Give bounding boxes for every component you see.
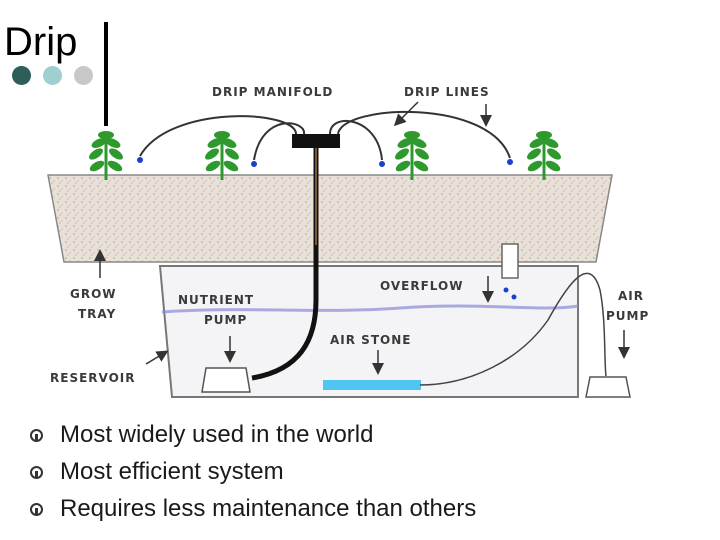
drip-line-3	[329, 119, 383, 161]
label-drip-lines: DRIP LINES	[404, 85, 490, 99]
plant-leaf	[107, 160, 123, 172]
plant-leaf	[529, 138, 545, 148]
plant-leaf	[415, 148, 429, 160]
grow-tray	[47, 174, 613, 263]
drip-drop	[137, 157, 143, 163]
label-air-2: PUMP	[606, 309, 649, 323]
slide-title: Drip	[4, 20, 78, 64]
bullet-item: Requires less maintenance than others	[30, 494, 476, 531]
plant-leaf	[527, 148, 541, 160]
drip-drop	[507, 159, 513, 165]
drip-drop	[503, 287, 509, 293]
plant-leaf	[395, 148, 409, 160]
drip-line-1	[139, 115, 297, 157]
plant-leaf	[547, 148, 561, 160]
plant-leaf	[109, 148, 123, 160]
plant-leaf	[543, 138, 559, 148]
plant-leaf	[105, 138, 121, 148]
plant-leaf	[98, 131, 114, 139]
plant-4	[527, 131, 561, 180]
title-divider	[104, 22, 108, 126]
plant-leaf	[214, 131, 230, 139]
plant-leaf	[89, 148, 103, 160]
plant-3	[395, 131, 429, 180]
bullet-icon	[30, 466, 43, 479]
plant-leaf	[536, 131, 552, 139]
plant-2	[205, 131, 239, 180]
bullet-text: Most efficient system	[60, 458, 284, 485]
label-grow-2: TRAY	[78, 307, 116, 321]
plant-leaf	[413, 160, 429, 172]
label-grow-1: GROW	[70, 287, 117, 301]
label-overflow: OVERFLOW	[380, 279, 463, 293]
label-reservoir: RESERVOIR	[50, 371, 136, 385]
bullet-icon	[30, 503, 43, 516]
bullet-item: Most widely used in the world	[30, 420, 476, 457]
plant-leaf	[207, 138, 223, 148]
plant-leaf	[545, 160, 561, 172]
plant-leaf	[395, 160, 411, 172]
plant-leaf	[225, 148, 239, 160]
plant-leaf	[411, 138, 427, 148]
label-air-stone: AIR STONE	[330, 333, 411, 347]
drip-system-diagram: DRIP MANIFOLD DRIP LINES GROW TRAY NUTRI…	[47, 85, 649, 398]
air-pump	[585, 376, 631, 398]
drip-manifold	[292, 134, 340, 148]
label-air-1: AIR	[618, 289, 644, 303]
plant-leaf	[221, 138, 237, 148]
drip-drop	[511, 294, 517, 300]
plant-leaf	[223, 160, 239, 172]
drip-drop	[379, 161, 385, 167]
drip-line-2	[253, 122, 305, 161]
plant-1	[89, 131, 123, 180]
bullet-icon	[30, 429, 43, 442]
plant-leaf	[205, 148, 219, 160]
arrow-reservoir	[145, 350, 169, 365]
drip-drop	[251, 161, 257, 167]
bullet-text: Requires less maintenance than others	[60, 495, 477, 522]
title-dot-3	[74, 66, 93, 85]
bullet-list: Most widely used in the world Most effic…	[30, 420, 476, 531]
plant-leaf	[205, 160, 221, 172]
title-dot-2	[43, 66, 62, 85]
plant-leaf	[527, 160, 543, 172]
label-drip-manifold: DRIP MANIFOLD	[212, 85, 333, 99]
drip-line-4	[337, 110, 511, 159]
label-nutrient-2: PUMP	[204, 313, 247, 327]
bullet-item: Most efficient system	[30, 457, 476, 494]
bullet-text: Most widely used in the world	[60, 421, 374, 448]
water-surface	[161, 304, 579, 314]
manifold-hose	[251, 145, 319, 381]
plant-leaf	[89, 160, 105, 172]
air-stone	[323, 380, 421, 390]
label-nutrient-1: NUTRIENT	[178, 293, 254, 307]
plant-leaf	[91, 138, 107, 148]
plant-leaf	[397, 138, 413, 148]
title-dot-1	[12, 66, 31, 85]
plant-leaf	[404, 131, 420, 139]
arrow-drip-lines-2	[393, 101, 419, 127]
nutrient-pump	[201, 367, 251, 393]
overflow-pipe	[501, 243, 519, 279]
air-line	[419, 272, 607, 386]
